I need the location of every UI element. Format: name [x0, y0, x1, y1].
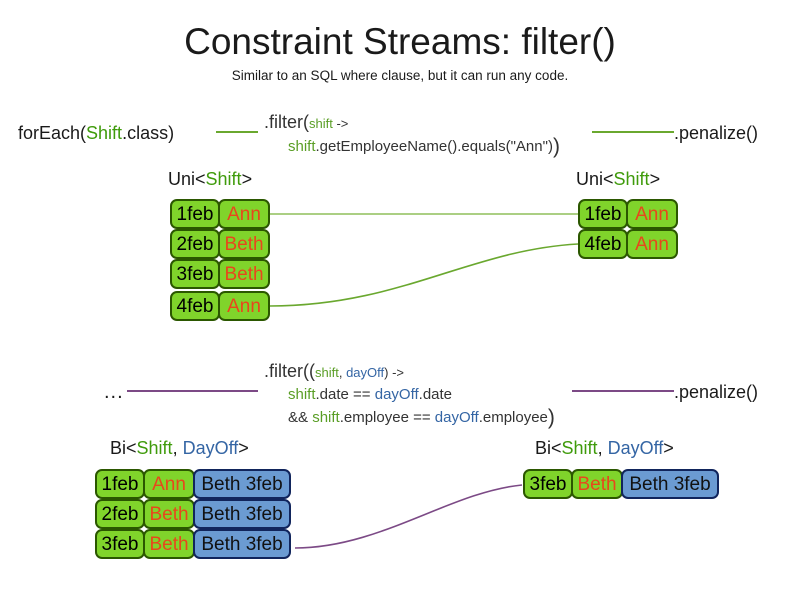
foreach-suffix: .class) [122, 123, 175, 143]
dayoff-value: Beth 3feb [621, 469, 719, 499]
bi-out-comma: , [597, 438, 608, 458]
bi-out-prefix: Bi< [535, 438, 562, 458]
bi-in-suffix: > [238, 438, 249, 458]
shift-date: 1feb [95, 469, 145, 499]
shift-date: 1feb [170, 199, 220, 229]
table-row[interactable]: 2feb Beth Beth 3feb [95, 499, 291, 529]
shift-employee: Ann [218, 199, 270, 229]
bi-in-comma: , [172, 438, 183, 458]
uni-filter-line-2: shift.getEmployeeName().equals("Ann")) [288, 135, 560, 158]
bi-in-type2: DayOff [182, 438, 239, 458]
bi-out-type1: Shift [561, 438, 598, 458]
bi-out-suffix: > [663, 438, 674, 458]
shift-date: 2feb [170, 229, 220, 259]
table-row[interactable]: 1feb Ann Beth 3feb [95, 469, 291, 499]
dayoff-value: Beth 3feb [193, 529, 291, 559]
page-title: Constraint Streams: filter() [184, 21, 616, 62]
page-subtitle: Similar to an SQL where clause, but it c… [231, 68, 569, 83]
table-row[interactable]: 2feb Beth [170, 229, 270, 259]
foreach-prefix: forEach( [18, 123, 87, 143]
uni-filter-param: shift [309, 116, 333, 131]
shift-date: 3feb [523, 469, 573, 499]
shift-employee: Ann [626, 229, 678, 259]
bi-line3-mid: .employee == [339, 409, 435, 426]
bi-filter-line-3: && shift.employee == dayOff.employee) [288, 406, 555, 429]
shift-date: 3feb [170, 259, 220, 289]
bi-filter-line-1: .filter((shift, dayOff) -> [264, 361, 404, 383]
bi-filter-param1: shift [315, 365, 339, 380]
table-row[interactable]: 4feb Ann [170, 291, 270, 321]
shift-date: 2feb [95, 499, 145, 529]
table-row[interactable]: 3feb Beth Beth 3feb [523, 469, 719, 499]
shift-date: 4feb [170, 291, 220, 321]
bi-line2-mid: .date == [315, 386, 375, 403]
shift-employee: Beth [143, 499, 195, 529]
uni-filter-arrow: -> [332, 116, 349, 131]
table-row[interactable]: 3feb Beth Beth 3feb [95, 529, 291, 559]
wire-uni-4feb [269, 243, 579, 307]
bi-line3-param1: shift [312, 409, 340, 426]
dayoff-value: Beth 3feb [193, 499, 291, 529]
shift-date: 1feb [578, 199, 628, 229]
bi-line2-tail: .date [418, 386, 453, 403]
table-row[interactable]: 4feb Ann [578, 229, 678, 259]
bi-in-prefix: Bi< [110, 438, 137, 458]
bi-line3-param2: dayOff [434, 409, 479, 426]
uni-in-suffix: > [241, 169, 253, 189]
table-row[interactable]: 1feb Ann [578, 199, 678, 229]
bi-line3-tail: .employee [478, 409, 548, 426]
uni-in-prefix: Uni< [168, 169, 206, 189]
bi-out-stream-label: Bi<Shift, DayOff> [535, 437, 674, 459]
shift-date: 4feb [578, 229, 628, 259]
shift-employee: Ann [626, 199, 678, 229]
uni-filter-body-text: .getEmployeeName().equals("Ann") [315, 138, 553, 155]
uni-in-type: Shift [205, 169, 242, 189]
foreach-type: Shift [86, 123, 123, 143]
bi-filter-param2: dayOff [346, 365, 385, 380]
shift-employee: Ann [218, 291, 270, 321]
uni-filter-close-paren: ) [552, 135, 560, 158]
bi-in-stream-label: Bi<Shift, DayOff> [110, 437, 249, 459]
bi-out-type2: DayOff [607, 438, 664, 458]
bi-line3-lead: && [288, 409, 313, 426]
bi-filter-line-2: shift.date == dayOff.date [288, 385, 452, 405]
shift-employee: Ann [143, 469, 195, 499]
uni-filter-prefix: .filter( [264, 112, 309, 132]
shift-employee: Beth [571, 469, 623, 499]
table-row[interactable]: 3feb Beth [170, 259, 270, 289]
bi-source-dots: ... [104, 381, 124, 403]
uni-filter-body-param: shift [288, 138, 316, 155]
shift-employee: Beth [143, 529, 195, 559]
dayoff-value: Beth 3feb [193, 469, 291, 499]
bi-filter-prefix: .filter(( [264, 361, 315, 381]
bi-line2-param2: dayOff [374, 386, 419, 403]
bi-line3-close-paren: ) [547, 406, 555, 429]
foreach-label: forEach(Shift.class) [18, 122, 174, 144]
wire-bi-3feb [294, 484, 523, 549]
shift-employee: Beth [218, 229, 270, 259]
bi-line2-param1: shift [288, 386, 316, 403]
shift-date: 3feb [95, 529, 145, 559]
shift-employee: Beth [218, 259, 270, 289]
bi-in-type1: Shift [136, 438, 173, 458]
uni-penalize-label: .penalize() [674, 123, 759, 143]
bi-filter-comma: , [338, 365, 347, 380]
bi-penalize-label: .penalize() [674, 382, 759, 402]
bi-filter-arrow: ) -> [384, 365, 405, 380]
uni-out-stream-label: Uni<Shift> [576, 168, 660, 190]
uni-out-type: Shift [613, 169, 650, 189]
uni-in-stream-label: Uni<Shift> [168, 168, 252, 190]
uni-out-prefix: Uni< [576, 169, 614, 189]
uni-filter-line-1: .filter(shift -> [264, 112, 348, 134]
table-row[interactable]: 1feb Ann [170, 199, 270, 229]
uni-out-suffix: > [649, 169, 661, 189]
